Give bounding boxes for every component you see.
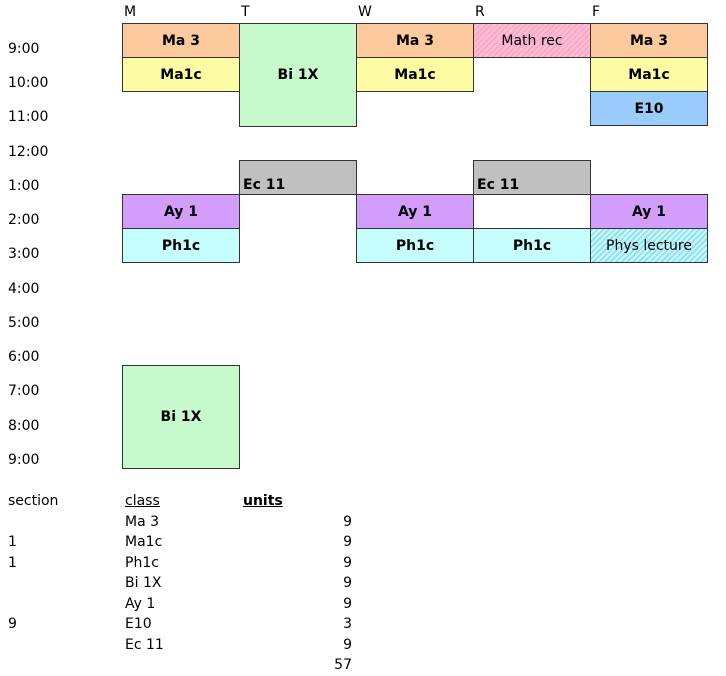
day-header-thursday: R (475, 4, 485, 20)
class-block-ec11[interactable]: Ec 11 (473, 160, 591, 195)
class-block-phys-lecture[interactable]: Phys lecture (590, 228, 708, 263)
class-cell: Bi 1X (125, 575, 162, 591)
class-cell: Ph1c (125, 554, 159, 571)
class-block-bi1x[interactable]: Bi 1X (239, 23, 357, 127)
day-header-wednesday: W (358, 4, 372, 20)
class-header: class (125, 493, 160, 509)
units-cell: 9 (343, 575, 352, 591)
time-label: 12:00 (8, 144, 49, 160)
class-block-ph1c[interactable]: Ph1c (122, 228, 240, 263)
class-block-ph1c[interactable]: Ph1c (473, 228, 591, 263)
class-block-ec11[interactable]: Ec 11 (239, 160, 357, 195)
class-block-ma3[interactable]: Ma 3 (356, 23, 474, 58)
class-cell: E10 (125, 616, 152, 632)
time-label: 6:00 (8, 349, 40, 365)
section-cell (8, 635, 58, 656)
time-label: 2:00 (8, 212, 40, 228)
class-block-ay1[interactable]: Ay 1 (590, 194, 708, 229)
class-block-ma1c[interactable]: Ma1c (356, 57, 474, 92)
section-cell: 1 (8, 554, 17, 571)
units-cell: 9 (343, 595, 352, 612)
units-cell: 9 (343, 534, 352, 550)
class-cell: Ma1c (125, 534, 163, 550)
time-label: 4:00 (8, 281, 40, 297)
class-block-math-rec[interactable]: Math rec (473, 23, 591, 58)
time-label: 9:00 (8, 452, 40, 468)
time-label: 7:00 (8, 383, 40, 399)
section-cell (8, 594, 58, 615)
class-block-ma3[interactable]: Ma 3 (122, 23, 240, 58)
time-label: 9:00 (8, 41, 40, 57)
units-cell: 3 (343, 616, 352, 632)
section-cell: 9 (8, 616, 17, 632)
section-cell: 1 (8, 534, 17, 550)
units-cell: 9 (343, 554, 352, 571)
units-column: 9 9 9 9 9 3 9 57 (300, 512, 352, 676)
time-label: 1:00 (8, 178, 40, 194)
class-column: class Ma 3 Ma1c Ph1c Bi 1X Ay 1 E10 Ec 1… (125, 491, 164, 655)
units-header: units (243, 493, 283, 509)
units-cell: 9 (343, 513, 352, 530)
class-block-ma3[interactable]: Ma 3 (590, 23, 708, 58)
time-label: 10:00 (8, 75, 49, 91)
class-block-ph1c[interactable]: Ph1c (356, 228, 474, 263)
units-header-wrap: units (243, 491, 283, 512)
class-block-e10[interactable]: E10 (590, 91, 708, 126)
class-block-ma1c[interactable]: Ma1c (590, 57, 708, 92)
class-cell: Ec 11 (125, 636, 164, 653)
units-cell: 9 (343, 636, 352, 653)
class-block-ma1c[interactable]: Ma1c (122, 57, 240, 92)
class-cell: Ma 3 (125, 513, 160, 530)
time-label: 3:00 (8, 246, 40, 262)
section-cell (8, 512, 58, 533)
section-column: section 1 1 9 (8, 491, 58, 655)
class-block-ay1[interactable]: Ay 1 (122, 194, 240, 229)
time-label: 8:00 (8, 418, 40, 434)
class-block-ay1[interactable]: Ay 1 (356, 194, 474, 229)
class-block-bi1x[interactable]: Bi 1X (122, 365, 240, 469)
empty-block (473, 194, 591, 229)
day-header-monday: M (124, 4, 137, 20)
section-cell (8, 573, 58, 594)
day-header-friday: F (592, 4, 601, 20)
section-header: section (8, 493, 59, 509)
class-cell: Ay 1 (125, 595, 156, 612)
units-total: 57 (334, 657, 352, 673)
time-label: 11:00 (8, 109, 49, 125)
time-label: 5:00 (8, 315, 40, 331)
day-header-tuesday: T (241, 4, 250, 20)
